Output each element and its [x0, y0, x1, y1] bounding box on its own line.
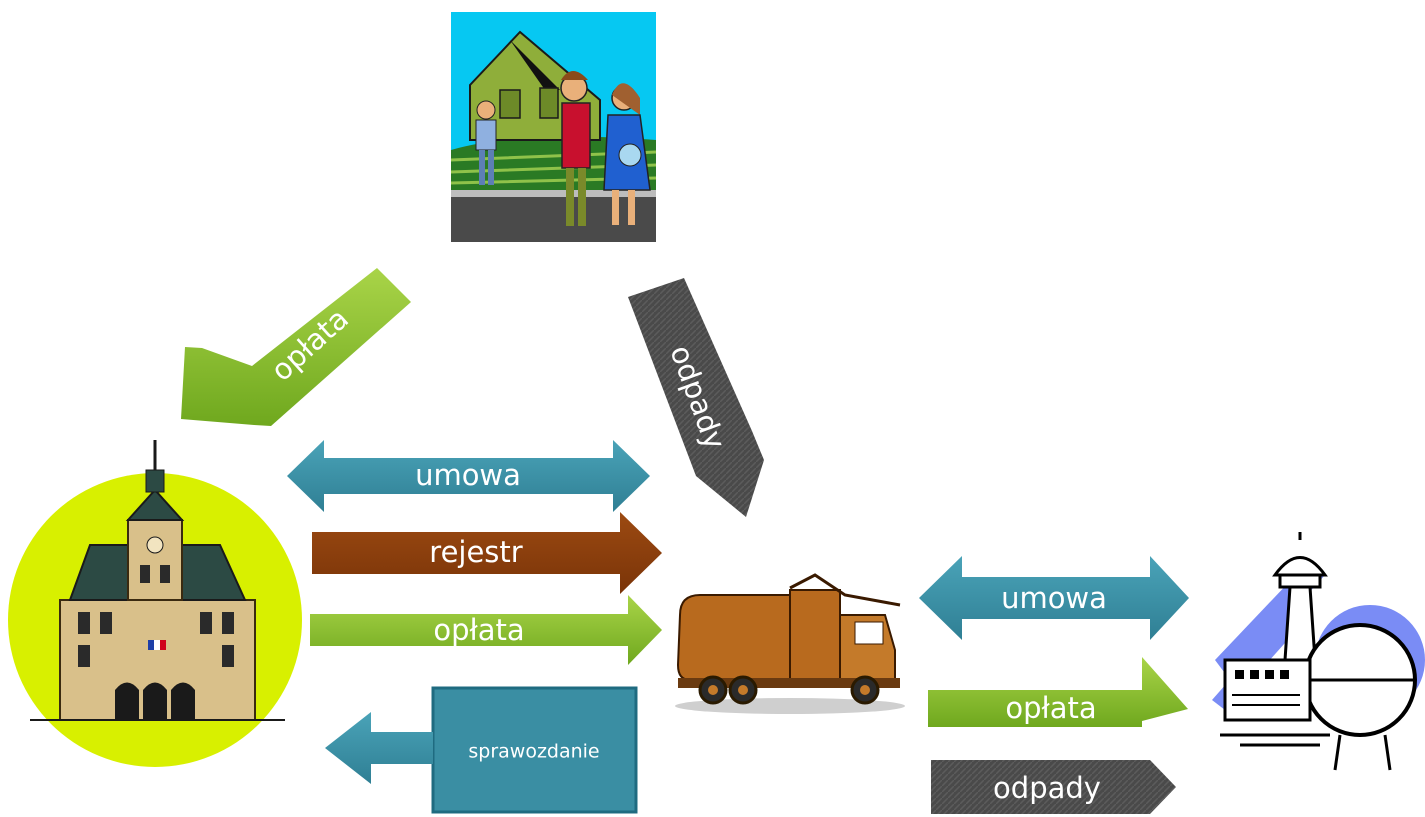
report-label: sprawozdanie: [468, 741, 599, 763]
collector-fee-arrow: opłata: [310, 595, 662, 665]
register-arrow: rejestr: [312, 512, 662, 594]
plant-fee-arrow: opłata: [928, 657, 1188, 727]
garbage-truck-icon: [675, 573, 905, 714]
register-label: rejestr: [429, 535, 523, 569]
plant-contract-arrow: umowa: [919, 556, 1189, 640]
plant-contract-label: umowa: [1001, 581, 1107, 615]
plant-waste-arrow: odpady: [931, 760, 1176, 814]
municipality-contract-label: umowa: [415, 458, 521, 492]
report-callout: sprawozdanie: [325, 686, 638, 814]
municipality-contract-arrow: umowa: [287, 440, 650, 512]
plant-fee-label: opłata: [1005, 691, 1096, 725]
town-hall-icon: [8, 440, 302, 767]
plant-waste-label: odpady: [993, 771, 1101, 805]
family-house-icon: [450, 12, 657, 242]
household-waste-arrow: odpady: [628, 278, 764, 517]
processing-plant-icon: [1212, 532, 1425, 771]
household-fee-arrow: opłata: [181, 268, 411, 426]
collector-fee-label: opłata: [433, 613, 524, 647]
